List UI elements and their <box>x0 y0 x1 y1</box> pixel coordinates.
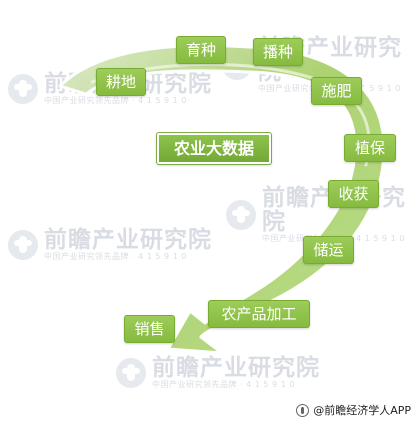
stage-harvesting-label: 收获 <box>328 180 379 208</box>
center-agriculture-big-data-label: 农业大数据 <box>156 132 272 165</box>
stage-sales-label: 销售 <box>124 315 175 343</box>
stage-storage-transport-label: 储运 <box>303 236 354 264</box>
stage-cultivation-label: 耕地 <box>96 68 146 96</box>
curved-arrow-highlight <box>90 62 371 167</box>
source-app-icon <box>296 403 310 417</box>
source-credit: @前瞻经济学人APP <box>296 402 411 418</box>
stage-plant-protection-label: 植保 <box>344 134 396 162</box>
source-text: @前瞻经济学人APP <box>313 404 411 417</box>
stage-agricultural-processing-label: 农产品加工 <box>208 300 310 328</box>
stage-breeding-label: 育种 <box>176 36 226 64</box>
stage-fertilizing-label: 施肥 <box>311 77 362 105</box>
stage-sowing-label: 播种 <box>253 38 303 66</box>
